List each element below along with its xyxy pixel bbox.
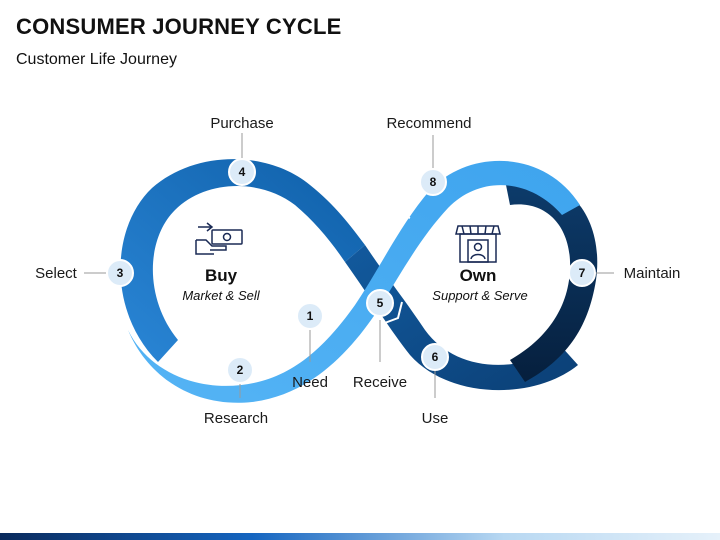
step-label-maintain: Maintain: [624, 265, 681, 282]
step-label-select: Select: [35, 265, 78, 282]
step-number: 1: [307, 309, 314, 323]
step-node-3: 3: [106, 259, 134, 287]
step-label-receive: Receive: [353, 374, 407, 391]
payment-handoff-icon: [195, 222, 243, 255]
section-subtitle-buy: Market & Sell: [182, 288, 260, 303]
band-right-arc: [505, 178, 598, 382]
bottom-accent-bar: [0, 533, 720, 540]
step-node-8: 8: [419, 168, 447, 196]
step-label-use: Use: [422, 410, 449, 427]
step-number: 2: [237, 363, 244, 377]
step-node-2: 2: [226, 356, 254, 384]
step-number: 4: [239, 165, 246, 179]
step-number: 5: [377, 296, 384, 310]
page-title: CONSUMER JOURNEY CYCLE: [16, 14, 342, 39]
step-label-recommend: Recommend: [386, 115, 471, 132]
storefront-icon: [455, 225, 501, 263]
band-light: [128, 160, 580, 403]
section-subtitle-own: Support & Serve: [432, 288, 527, 303]
section-title-buy: Buy: [205, 266, 238, 285]
band-left-upper: [120, 159, 366, 362]
step-label-purchase: Purchase: [210, 115, 273, 132]
band-right-lower: [345, 245, 578, 391]
step-node-5: 5: [366, 289, 394, 317]
step-number: 6: [432, 350, 439, 364]
step-label-need: Need: [292, 374, 328, 391]
step-number: 7: [579, 266, 586, 280]
step-number: 8: [430, 175, 437, 189]
step-node-1: 1: [296, 302, 324, 330]
step-node-6: 6: [421, 343, 449, 371]
step-node-7: 7: [568, 259, 596, 287]
leader-lines: [84, 133, 614, 398]
step-label-research: Research: [204, 410, 268, 427]
page-subtitle: Customer Life Journey: [16, 51, 177, 68]
step-node-4: 4: [228, 158, 256, 186]
fold-mark-top: [389, 195, 411, 219]
fold-mark-bottom: [381, 301, 403, 325]
section-title-own: Own: [460, 266, 497, 285]
step-number: 3: [117, 266, 124, 280]
